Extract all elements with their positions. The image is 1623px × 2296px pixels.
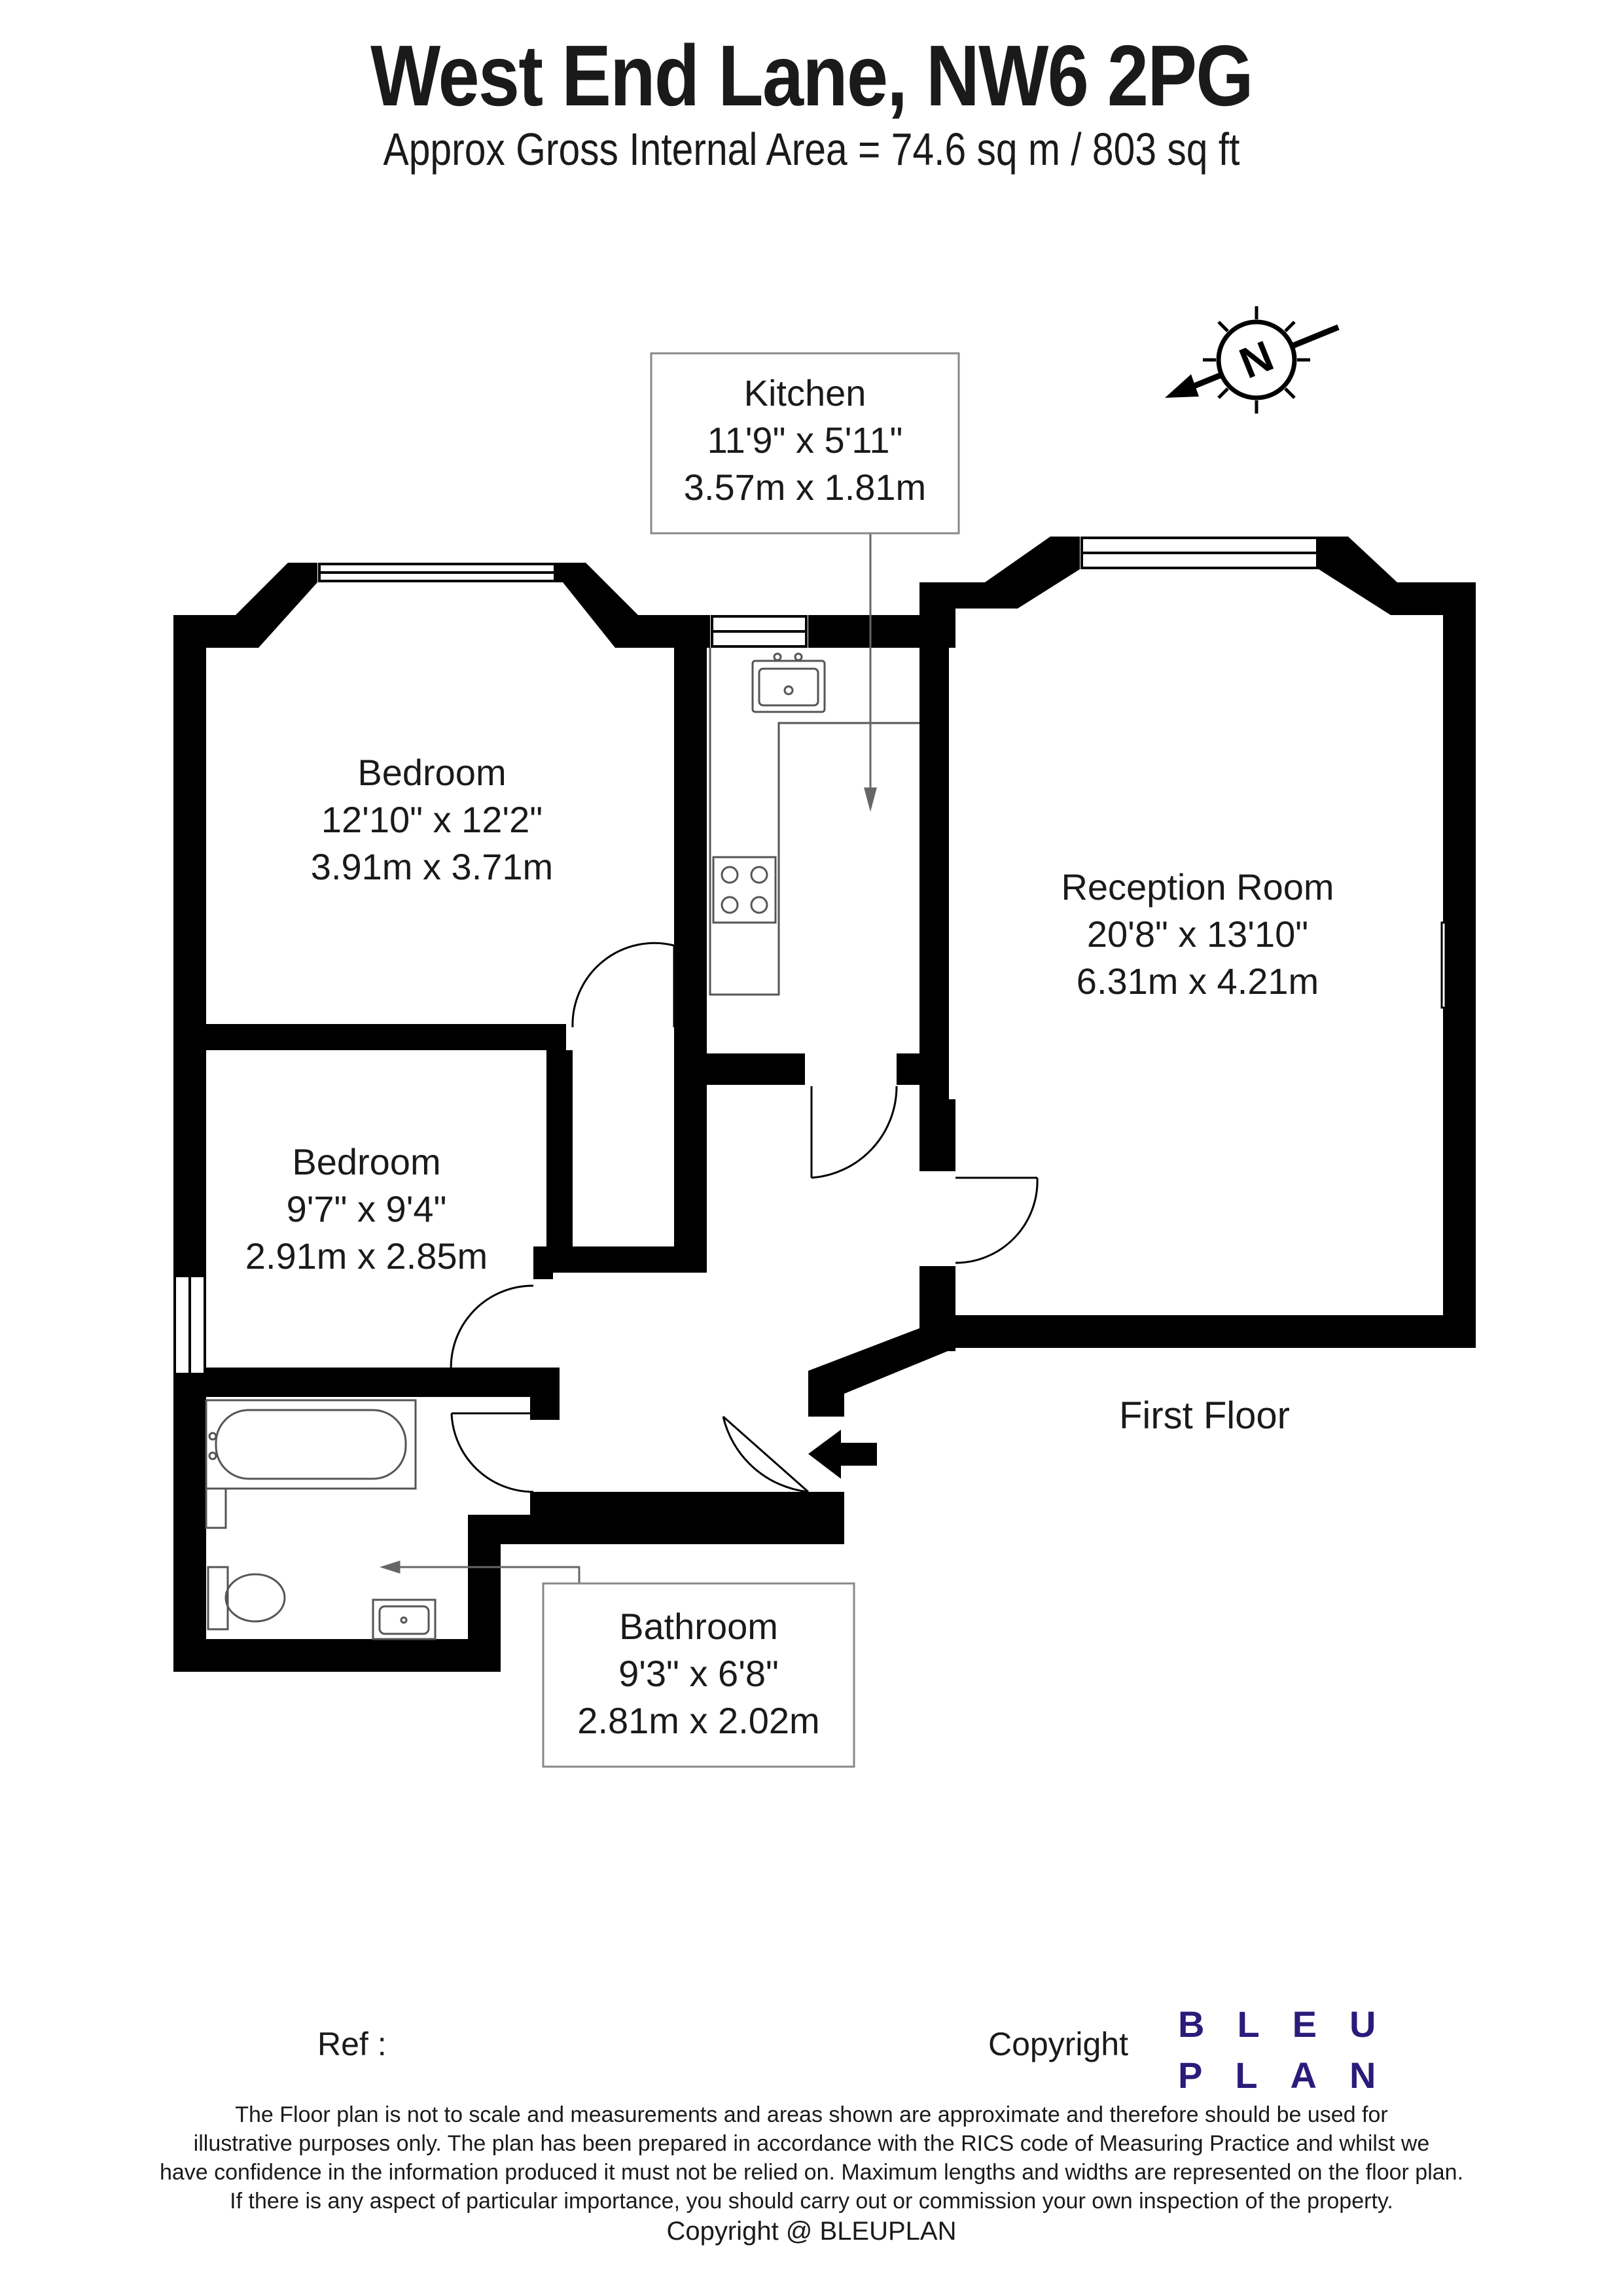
- bathroom-fixtures: [205, 1399, 437, 1640]
- reception-room-metric: 6.31m x 4.21m: [1076, 961, 1319, 1002]
- floor-label: First Floor: [1119, 1394, 1290, 1437]
- disclaimer-line: The Floor plan is not to scale and measu…: [235, 2102, 1388, 2127]
- bedroom-metric: 3.91m x 3.71m: [310, 846, 554, 887]
- kitchen-metric: 3.57m x 1.81m: [683, 467, 927, 508]
- label-leaders: [380, 533, 877, 1583]
- entrance-arrow-icon: [808, 1430, 877, 1479]
- bedroom-imperial: 12'10" x 12'2": [321, 799, 543, 840]
- disclaimer-line: If there is any aspect of particular imp…: [230, 2189, 1393, 2214]
- second-bedroom-name: Bedroom: [292, 1141, 441, 1182]
- ref-label: Ref :: [317, 2026, 387, 2062]
- bathroom-label-box: [542, 1582, 855, 1768]
- second-bedroom-label: Bedroom 9'7" x 9'4" 2.91m x 2.85m: [196, 1139, 537, 1280]
- bathroom-imperial: 9'3" x 6'8": [618, 1653, 779, 1694]
- disclaimer-line: have confidence in the information produ…: [159, 2160, 1464, 2185]
- bedroom-label: Bedroom 12'10" x 12'2" 3.91m x 3.71m: [249, 749, 615, 891]
- footer-copyright: Copyright @ BLEUPLAN: [666, 2217, 957, 2246]
- bathroom-metric: 2.81m x 2.02m: [577, 1700, 820, 1741]
- walls: [173, 537, 1476, 1672]
- second-bedroom-imperial: 9'7" x 9'4": [286, 1188, 447, 1229]
- windows: [173, 537, 1447, 1375]
- disclaimer: The Floor plan is not to scale and measu…: [0, 2100, 1623, 2216]
- kitchen-label-box: [650, 352, 960, 535]
- logo-line-1: BLEU: [1178, 2004, 1409, 2045]
- copyright-label: Copyright: [988, 2026, 1128, 2062]
- reception-room-name: Reception Room: [1061, 866, 1334, 908]
- bedroom-name: Bedroom: [357, 752, 507, 793]
- kitchen-imperial: 11'9" x 5'11": [707, 419, 903, 461]
- page-title: West End Lane, NW6 2PG: [370, 27, 1254, 124]
- bathroom-label: Bathroom 9'3" x 6'8" 2.81m x 2.02m: [543, 1603, 854, 1744]
- disclaimer-line: illustrative purposes only. The plan has…: [193, 2131, 1430, 2156]
- kitchen-fixtures: [709, 648, 919, 996]
- reception-room-imperial: 20'8" x 13'10": [1086, 913, 1309, 955]
- second-bedroom-metric: 2.91m x 2.85m: [245, 1235, 488, 1277]
- compass-icon: N: [1165, 306, 1340, 414]
- logo-line-2: PLAN: [1178, 2055, 1409, 2096]
- bleuplan-logo: BLEU PLAN: [1178, 1999, 1408, 2101]
- doors: [450, 942, 1039, 1493]
- area-subtitle: Approx Gross Internal Area = 74.6 sq m /…: [383, 124, 1240, 175]
- kitchen-name: Kitchen: [743, 372, 866, 414]
- kitchen-label: Kitchen 11'9" x 5'11" 3.57m x 1.81m: [651, 370, 959, 511]
- reception-room-label: Reception Room 20'8" x 13'10" 6.31m x 4.…: [1001, 864, 1394, 1005]
- bathroom-name: Bathroom: [619, 1606, 778, 1647]
